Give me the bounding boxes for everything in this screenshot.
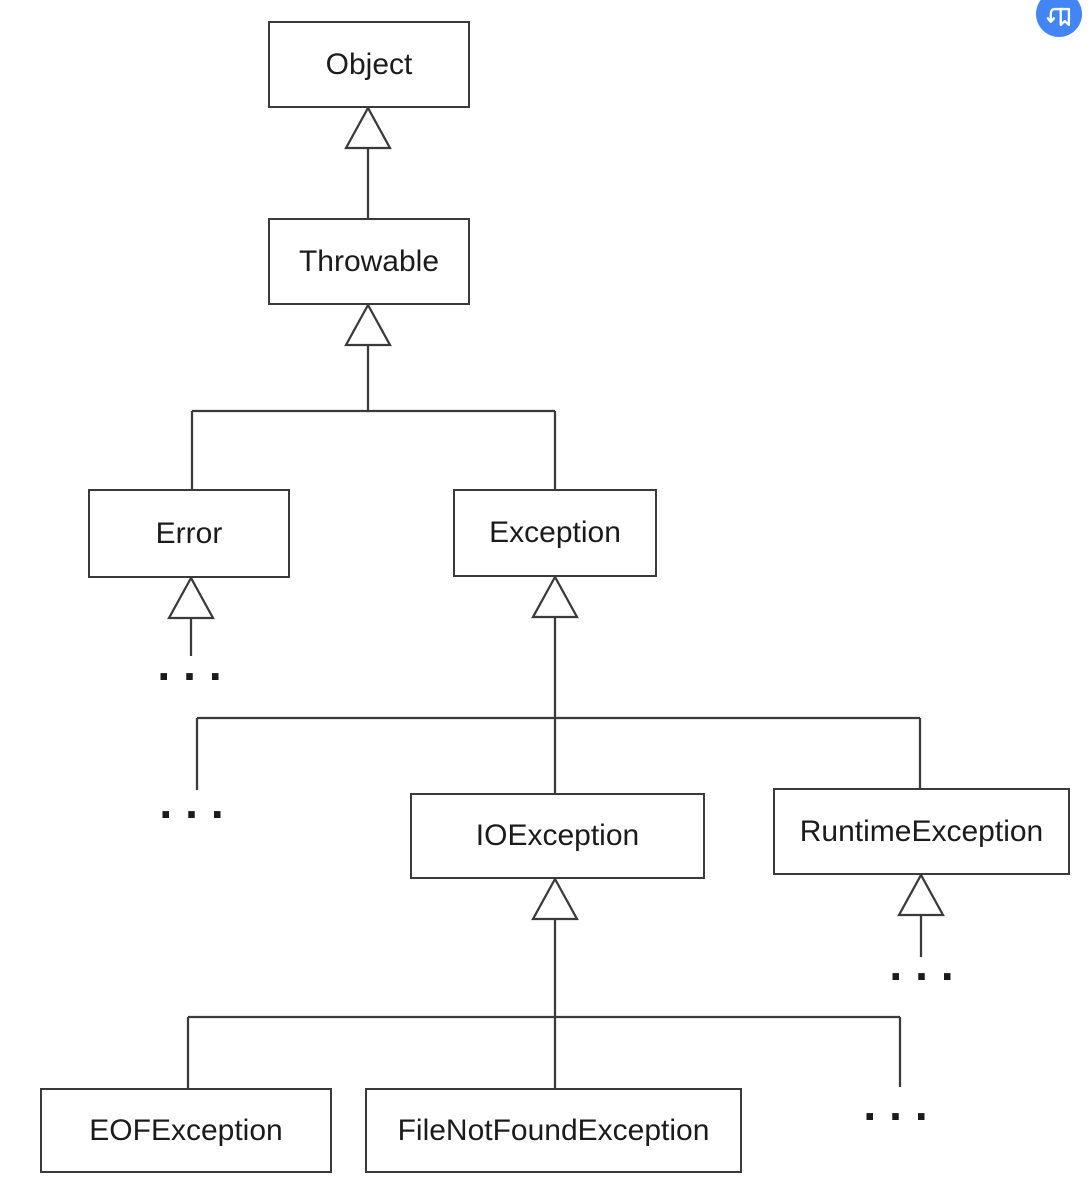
node-ioexception: IOException [410,793,705,879]
ellipsis-under-runtimeexception: ... [889,938,967,990]
edge-exception-children [195,617,922,793]
bookmark-extension-badge[interactable] [1036,0,1082,37]
node-exception: Exception [453,489,657,577]
inheritance-arrow-object [344,105,392,150]
inheritance-arrow-error [167,575,215,620]
node-error: Error [88,489,290,578]
bookmark-arrow-icon [1045,6,1073,37]
ellipsis-ioexception-child: ... [863,1078,941,1130]
inheritance-arrow-ioexception [531,876,579,921]
ellipsis-under-error: ... [157,638,235,690]
node-eofexception: EOFException [40,1088,332,1173]
inheritance-arrow-exception [531,574,579,619]
node-runtimeexception: RuntimeException [773,788,1070,875]
ellipsis-exception-child: ... [159,776,237,828]
node-throwable: Throwable [268,218,470,305]
edge-ioexception-children [186,919,902,1088]
edge-throwable-children [190,345,557,489]
node-object: Object [268,21,470,108]
inheritance-arrow-throwable [344,302,392,347]
node-filenotfoundexception: FileNotFoundException [365,1088,742,1173]
inheritance-arrow-runtimeexception [897,872,945,917]
